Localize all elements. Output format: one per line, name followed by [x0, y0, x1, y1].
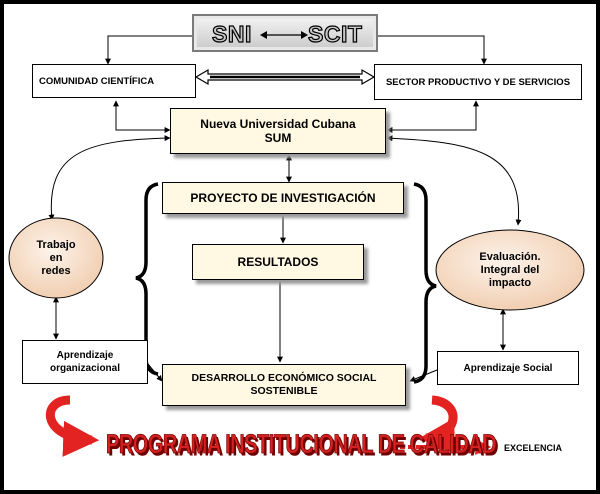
sni-scit-banner: SNI SCIT	[192, 14, 378, 52]
evaluacion-line3: impacto	[488, 276, 532, 289]
curve-universidad-evaluacion	[386, 135, 522, 226]
nueva-universidad-box: Nueva Universidad Cubana SUM	[170, 108, 386, 154]
evaluacion-line2: Integral del	[480, 263, 540, 276]
aprendizaje-org-line2: organizacional	[49, 363, 120, 374]
sni-label: SNI	[211, 20, 252, 47]
programa-institucional-title: PROGRAMA INSTITUCIONAL DE CALIDAD	[106, 429, 497, 461]
trabajo-line3: redes	[41, 264, 71, 277]
red-curve-right-icon	[418, 395, 458, 455]
excelencia-label: EXCELENCIA	[504, 443, 563, 453]
connector-comunidad-universidad	[113, 100, 171, 133]
trabajo-line2: en	[49, 251, 63, 264]
proyecto-investigacion-box: PROYECTO DE INVESTIGACIÓN	[162, 182, 404, 214]
comunidad-cientifica-label: COMUNIDAD CIENTÍFICA	[39, 75, 155, 87]
proyecto-label: PROYECTO DE INVESTIGACIÓN	[190, 191, 376, 205]
comunidad-cientifica-box: COMUNIDAD CIENTÍFICA	[32, 64, 196, 98]
aprendizaje-org-line1: Aprendizaje	[56, 350, 114, 361]
aprendizaje-organizacional-box: Aprendizaje organizacional	[22, 340, 148, 384]
evaluacion-line1: Evaluación.	[479, 250, 541, 263]
resultados-label: RESULTADOS	[237, 255, 319, 269]
curve-universidad-trabajo	[48, 135, 171, 221]
connector-sector-universidad	[386, 100, 479, 133]
sector-productivo-label: SECTOR PRODUCTIVO Y DE SERVICIOS	[385, 76, 571, 88]
desarrollo-line2: SOSTENIBLE	[250, 385, 318, 397]
sector-productivo-box: SECTOR PRODUCTIVO Y DE SERVICIOS	[374, 64, 582, 100]
universidad-line2: SUM	[264, 131, 292, 145]
ellipse-trabajo-redes: Trabajo en redes	[9, 218, 103, 298]
universidad-line1: Nueva Universidad Cubana	[200, 117, 356, 131]
connector-scit-sector	[378, 35, 487, 65]
red-curve-left-icon	[45, 395, 100, 457]
aprendizaje-social-label: Aprendizaje Social	[463, 362, 553, 374]
double-arrow-icon	[260, 31, 308, 39]
desarrollo-box: DESARROLLO ECONÓMICO SOCIAL SOSTENIBLE	[162, 364, 406, 406]
ellipse-trabajo-shape	[8, 217, 104, 299]
scit-label: SCIT	[307, 20, 363, 47]
trabajo-line1: Trabajo	[36, 238, 76, 251]
resultados-box: RESULTADOS	[192, 244, 364, 280]
aprendizaje-social-box: Aprendizaje Social	[437, 351, 579, 385]
ellipse-evaluacion: Evaluación. Integral del impacto	[436, 230, 584, 310]
ellipse-evaluacion-shape	[435, 229, 585, 311]
connector-sni-comunidad	[105, 35, 192, 65]
desarrollo-line1: DESARROLLO ECONÓMICO SOCIAL	[191, 372, 377, 384]
right-brace	[413, 182, 437, 384]
